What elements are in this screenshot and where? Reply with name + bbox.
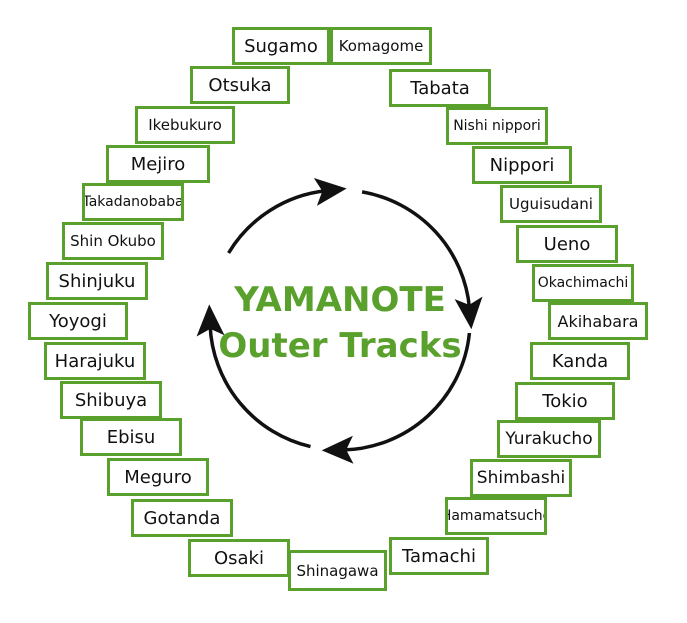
station-box: Sugamo — [232, 27, 330, 65]
station-box: Tamachi — [389, 537, 489, 575]
station-box: Shimbashi — [470, 459, 572, 497]
station-box: Yoyogi — [28, 302, 128, 340]
station-box: Okachimachi — [532, 264, 634, 302]
station-box: Tabata — [389, 69, 491, 107]
station-box: Shinjuku — [46, 262, 148, 300]
station-box: Gotanda — [131, 499, 233, 537]
station-box: Mejiro — [106, 145, 210, 183]
station-box: Takadanobaba — [82, 183, 184, 221]
station-box: Uguisudani — [500, 185, 602, 223]
station-box: Shinagawa — [288, 550, 387, 591]
station-box: Kanda — [530, 342, 630, 380]
station-box: Tokio — [515, 382, 615, 420]
direction-arrow — [227, 178, 347, 254]
direction-arrow — [321, 332, 472, 464]
station-box: Ebisu — [80, 418, 182, 456]
station-box: Harajuku — [44, 342, 146, 380]
direction-arrow — [196, 304, 311, 449]
diagram-title-line2: Outer Tracks — [218, 326, 462, 366]
station-box: Yurakucho — [497, 420, 601, 458]
direction-arrow — [361, 190, 483, 330]
station-box: Shibuya — [60, 381, 162, 419]
station-box: Nishi nippori — [446, 107, 548, 145]
station-box: Osaki — [188, 539, 290, 577]
station-box: Shin Okubo — [62, 222, 164, 260]
station-box: Otsuka — [190, 66, 290, 104]
diagram-title-line1: YAMANOTE — [234, 280, 446, 320]
station-box: Ueno — [516, 225, 618, 263]
station-box: Hamamatsucho — [445, 497, 547, 535]
station-box: Nippori — [472, 146, 572, 184]
station-box: Meguro — [107, 458, 209, 496]
station-box: Akihabara — [548, 302, 648, 340]
station-box: Ikebukuro — [135, 106, 235, 144]
station-box: Komagome — [330, 27, 432, 65]
